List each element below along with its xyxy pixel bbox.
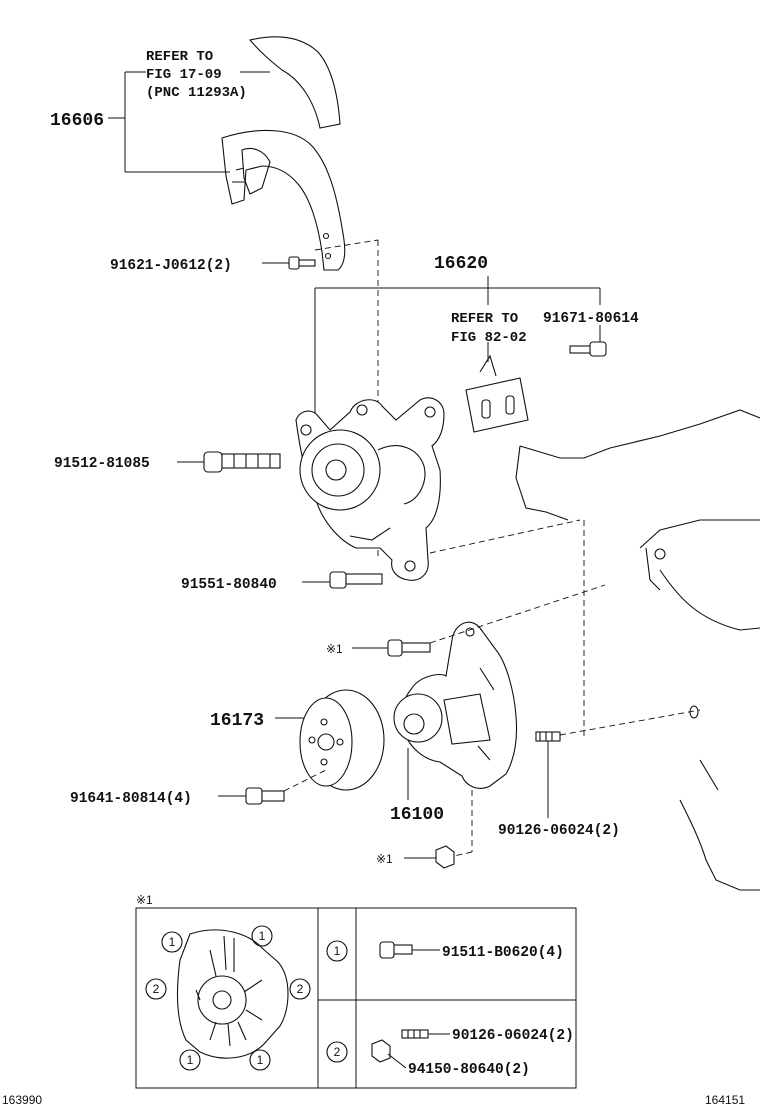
refer-fig17-line2: FIG 17-09	[146, 67, 222, 83]
detail-part-94150-80640: 94150-80640(2)	[408, 1062, 530, 1078]
part-16606: 16606	[50, 111, 104, 131]
part-91512-81085: 91512-81085	[54, 456, 150, 472]
detail-circle-1-top-left: 1	[169, 935, 176, 949]
part-91641-80814: 91641-80814(4)	[70, 791, 192, 807]
bolt-91671-drawing	[569, 341, 607, 357]
footer-left-code: 163990	[2, 1093, 42, 1107]
refer-fig82-line1: REFER TO	[451, 311, 518, 327]
detail-part-90126-06024: 90126-06024(2)	[452, 1028, 574, 1044]
pulley-drawing	[299, 689, 385, 791]
note-mark-upper: ※1	[326, 642, 343, 656]
detail-circle-1-bottom-left: 1	[187, 1053, 194, 1067]
detail-circle-1-top-right: 1	[259, 929, 266, 943]
detail-circle-1-bottom-right: 1	[257, 1053, 264, 1067]
detail-row1-circle: 1	[334, 944, 341, 958]
bolt-91621-drawing	[288, 256, 316, 270]
part-91621-J0612: 91621-J0612(2)	[110, 258, 232, 274]
refer-fig17-line1: REFER TO	[146, 49, 213, 65]
part-16100: 16100	[390, 805, 444, 825]
bolt-91512-drawing	[203, 451, 281, 473]
tensioner-drawing	[295, 397, 445, 581]
part-16620: 16620	[434, 254, 488, 274]
detail-bolt-91511-drawing	[379, 941, 413, 959]
bolt-91641-drawing	[245, 787, 285, 805]
detail-stud-90126-drawing	[401, 1029, 429, 1039]
bolt-note1-upper-drawing	[387, 639, 431, 657]
part-91551-80840: 91551-80840	[181, 577, 277, 593]
refer-fig82-line2: FIG 82-02	[451, 330, 527, 346]
refer-fig17-line3: (PNC 11293A)	[146, 85, 247, 101]
detail-row2-circle: 2	[334, 1045, 341, 1059]
nut-note1-lower-drawing	[435, 845, 455, 869]
timing-cover-drawing	[221, 36, 346, 271]
detail-pump-drawing	[176, 929, 289, 1059]
water-pump-drawing	[393, 621, 518, 789]
detail-title: ※1	[136, 893, 153, 907]
bolt-91551-drawing	[329, 571, 383, 589]
part-90126-06024: 90126-06024(2)	[498, 823, 620, 839]
note-mark-lower: ※1	[376, 852, 393, 866]
detail-circle-2-left: 2	[153, 982, 160, 996]
part-16173: 16173	[210, 711, 264, 731]
detail-nut-94150-drawing	[371, 1039, 391, 1063]
part-91671-80614: 91671-80614	[543, 311, 639, 327]
footer-right-code: 164151	[705, 1093, 745, 1107]
engine-block-drawing	[515, 409, 760, 891]
detail-table	[135, 907, 577, 1089]
detail-circle-2-right: 2	[297, 982, 304, 996]
detail-part-91511-B0620: 91511-B0620(4)	[442, 945, 564, 961]
bracket-drawing	[465, 354, 529, 433]
stud-90126-drawing	[535, 731, 561, 742]
